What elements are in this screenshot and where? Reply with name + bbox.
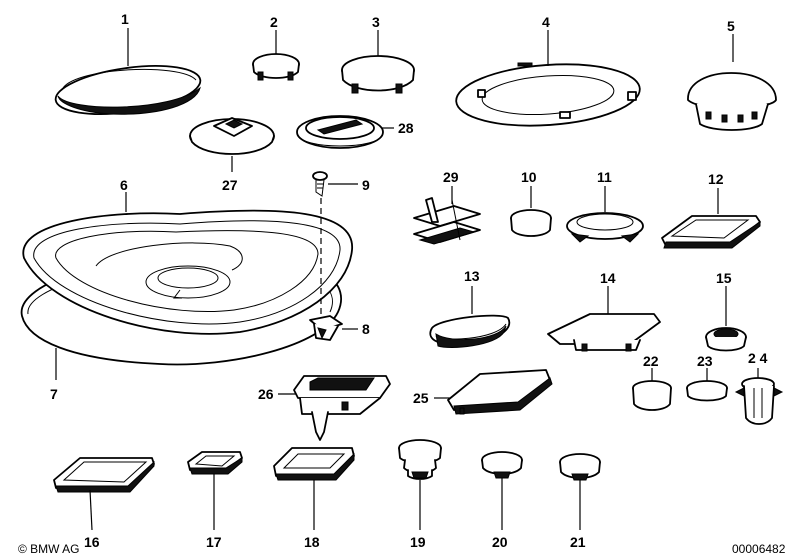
part-18-label: 18 xyxy=(304,534,320,550)
part-3-label: 3 xyxy=(372,14,380,30)
part-24-icon xyxy=(734,377,784,425)
part-15-label: 15 xyxy=(716,270,732,286)
part-28-label: 28 xyxy=(398,120,414,136)
part-6-icon xyxy=(22,209,353,335)
part-16-icon xyxy=(53,457,155,493)
part-19-label: 19 xyxy=(410,534,426,550)
part-11-icon xyxy=(566,212,644,243)
part-1-icon xyxy=(54,65,202,115)
part-24-label: 2 4 xyxy=(748,350,768,366)
part-14-label: 14 xyxy=(600,270,616,286)
part-4-icon xyxy=(455,62,641,127)
part-23-icon xyxy=(686,380,728,402)
part-25-label: 25 xyxy=(413,390,429,406)
part-29-icon xyxy=(413,197,481,245)
part-5-label: 5 xyxy=(727,18,735,34)
part-13-label: 13 xyxy=(464,268,480,284)
part-2-icon xyxy=(252,53,300,81)
part-9-label: 9 xyxy=(362,177,370,193)
part-18-icon xyxy=(273,447,355,481)
drawing-number: 00006482 xyxy=(732,542,786,556)
part-4-label: 4 xyxy=(542,14,550,30)
part-20-label: 20 xyxy=(492,534,508,550)
part-14-icon xyxy=(547,313,661,352)
part-22-icon xyxy=(632,380,672,411)
part-27-label: 27 xyxy=(222,177,238,193)
part-21-label: 21 xyxy=(570,534,586,550)
part-25-icon xyxy=(447,369,553,415)
part-26-label: 26 xyxy=(258,386,274,402)
part-7-label: 7 xyxy=(50,386,58,402)
part-9-icon xyxy=(312,171,328,197)
part-19-icon xyxy=(398,439,442,480)
part-3-icon xyxy=(341,55,415,94)
part-29-label: 29 xyxy=(443,169,459,185)
part-8-label: 8 xyxy=(362,321,370,337)
part-10-label: 10 xyxy=(521,169,537,185)
part-15-icon xyxy=(705,327,747,352)
part-5-icon xyxy=(687,72,777,131)
part-12-label: 12 xyxy=(708,171,724,187)
part-13-icon xyxy=(429,314,511,348)
part-23-label: 23 xyxy=(697,353,713,369)
part-1-label: 1 xyxy=(121,11,129,27)
part-22-label: 22 xyxy=(643,353,659,369)
part-6-label: 6 xyxy=(120,177,128,193)
part-20-icon xyxy=(481,451,523,479)
part-28-icon xyxy=(296,115,384,149)
part-2-label: 2 xyxy=(270,14,278,30)
part-10-icon xyxy=(510,209,552,237)
part-16-leader xyxy=(89,489,93,531)
part-21-icon xyxy=(559,453,601,481)
copyright-text: © BMW AG xyxy=(18,542,80,556)
part-26-icon xyxy=(293,375,391,441)
part-12-icon xyxy=(661,215,761,249)
part-17-label: 17 xyxy=(206,534,222,550)
part-16-label: 16 xyxy=(84,534,100,550)
part-8-icon xyxy=(309,315,343,341)
part-11-label: 11 xyxy=(597,169,612,185)
part-27-icon xyxy=(189,117,275,155)
part-17-icon xyxy=(187,451,243,475)
